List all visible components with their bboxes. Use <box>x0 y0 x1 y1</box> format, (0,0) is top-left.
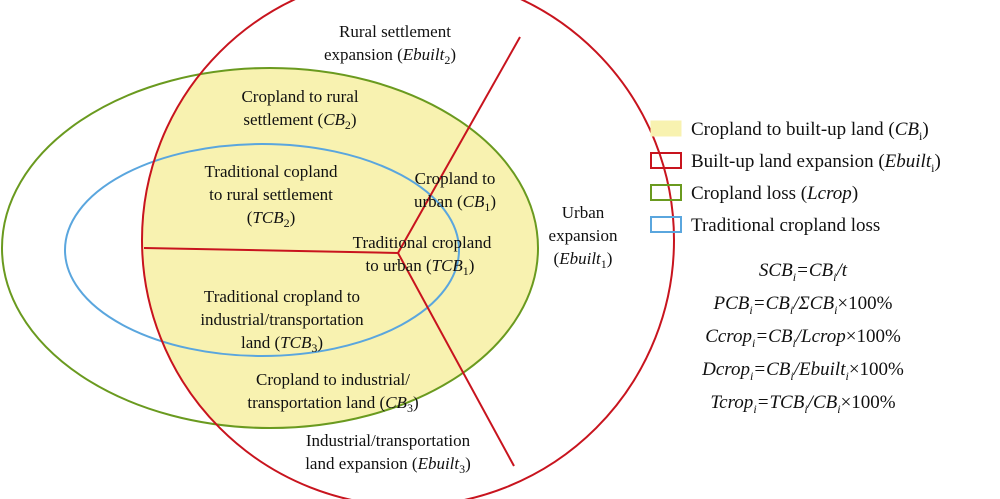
tcb3-label: Traditional cropland to industrial/trans… <box>200 287 364 355</box>
svg-text:to urban (TCB1): to urban (TCB1) <box>366 256 475 278</box>
svg-text:Urban: Urban <box>562 203 605 222</box>
svg-text:urban (CB1): urban (CB1) <box>414 192 496 214</box>
svg-text:Traditional copland: Traditional copland <box>205 162 338 181</box>
industrial-expansion-label: Industrial/transportation land expansion… <box>305 431 471 476</box>
svg-text:Cropland to: Cropland to <box>415 169 496 188</box>
legend-swatch-blue <box>650 216 682 233</box>
legend-swatch-red <box>650 152 682 169</box>
svg-text:Cropland loss (Lcrop): Cropland loss (Lcrop) <box>691 183 858 204</box>
built-up-expansion-circle <box>141 0 675 499</box>
legend: Cropland to built-up land (CBi) Built-up… <box>650 119 941 236</box>
equation-dcrop: Dcropi=CBi/Ebuilti×100% <box>701 359 904 383</box>
tcb1-label: Traditional cropland to urban (TCB1) <box>353 233 492 278</box>
cropland-to-built-up-region <box>142 68 538 428</box>
equation-pcb: PCBi=CBi/ΣCBi×100% <box>713 293 893 317</box>
svg-text:to rural settlement: to rural settlement <box>209 185 333 204</box>
svg-text:Rural settlement: Rural settlement <box>339 22 451 41</box>
equation-scb: SCBi=CBi/t <box>759 260 848 284</box>
cb2-label: Cropland to rural settlement (CB2) <box>241 87 358 132</box>
svg-text:Traditional cropland loss: Traditional cropland loss <box>691 215 880 236</box>
divider-lower <box>397 252 515 467</box>
svg-text:land (TCB3): land (TCB3) <box>241 333 323 355</box>
equation-tcrop: Tcropi=TCBi/CBi×100% <box>710 392 895 416</box>
svg-text:settlement (CB2): settlement (CB2) <box>243 110 356 132</box>
svg-text:Traditional cropland to: Traditional cropland to <box>204 287 360 306</box>
legend-item-traditional-cropland-loss: Traditional cropland loss <box>650 215 880 236</box>
legend-item-cropland-to-built-up: Cropland to built-up land (CBi) <box>650 119 929 143</box>
equation-ccrop: Ccropi=CBi/Lcrop×100% <box>705 326 901 350</box>
svg-text:transportation land (CB3): transportation land (CB3) <box>247 393 418 415</box>
svg-text:expansion (Ebuilt2): expansion (Ebuilt2) <box>324 45 456 67</box>
rural-settlement-expansion-label: Rural settlement expansion (Ebuilt2) <box>324 22 456 67</box>
urban-expansion-label: Urban expansion (Ebuilt1) <box>549 203 618 271</box>
svg-text:(Ebuilt1): (Ebuilt1) <box>554 249 613 271</box>
traditional-cropland-loss-ellipse <box>64 143 460 357</box>
cb3-label: Cropland to industrial/ transportation l… <box>247 370 418 415</box>
equations: SCBi=CBi/t PCBi=CBi/ΣCBi×100% Ccropi=CBi… <box>701 260 904 416</box>
legend-swatch-green <box>650 184 682 201</box>
svg-text:Traditional cropland: Traditional cropland <box>353 233 492 252</box>
svg-text:industrial/transportation: industrial/transportation <box>200 310 364 329</box>
svg-text:expansion: expansion <box>549 226 618 245</box>
svg-text:Built-up land expansion (Ebuil: Built-up land expansion (Ebuilti) <box>691 151 941 175</box>
svg-text:(TCB2): (TCB2) <box>247 208 296 230</box>
svg-text:land expansion (Ebuilt3): land expansion (Ebuilt3) <box>305 454 471 476</box>
cb1-label: Cropland to urban (CB1) <box>414 169 496 214</box>
cropland-loss-ellipse <box>1 67 539 429</box>
svg-text:Cropland to built-up land (CBi: Cropland to built-up land (CBi) <box>691 119 929 143</box>
legend-item-cropland-loss: Cropland loss (Lcrop) <box>650 183 858 204</box>
divider-left <box>143 247 399 254</box>
svg-text:Industrial/transportation: Industrial/transportation <box>306 431 471 450</box>
svg-text:Cropland to industrial/: Cropland to industrial/ <box>256 370 410 389</box>
tcb2-label: Traditional copland to rural settlement … <box>205 162 338 230</box>
legend-item-built-up-expansion: Built-up land expansion (Ebuilti) <box>650 151 941 175</box>
legend-swatch-yellow <box>650 120 682 137</box>
svg-text:Cropland to rural: Cropland to rural <box>241 87 358 106</box>
divider-upper <box>397 36 521 254</box>
